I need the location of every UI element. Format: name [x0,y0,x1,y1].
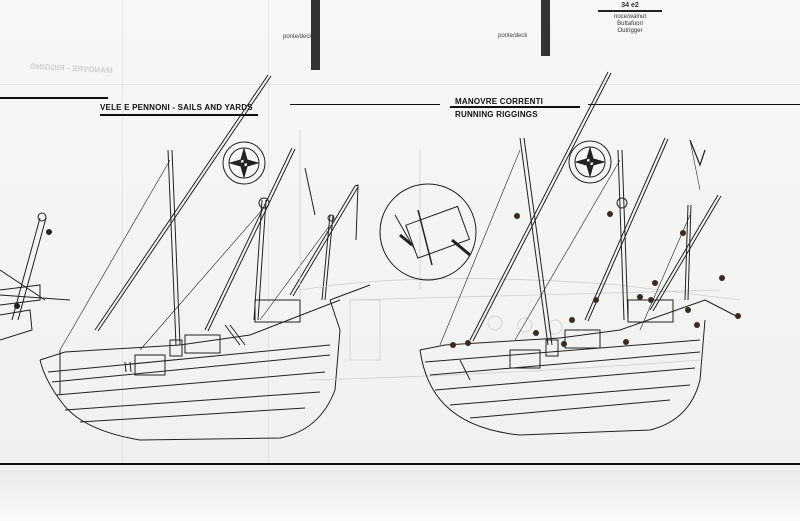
right-title-underline [450,106,580,108]
parts-name-it: Buttafuori [617,21,643,27]
right-section-title-1: MANOVRE CORRENTI [455,97,544,106]
left-section-title: VELE E PENNONI - SAILS AND YARDS [100,103,253,112]
top-mast-left [311,0,320,70]
right-title-rule-right [588,104,800,105]
partial-ship-left [0,212,52,341]
ship-running-riggings [419,71,741,436]
left-title-rule [0,97,108,99]
detail-inset [379,183,477,281]
right-section-title-2: RUNNING RIGGINGS [455,110,538,119]
parts-code-bar [598,10,662,12]
deck-label-left: ponte/deck [283,34,313,40]
fold-horizontal [0,84,800,85]
parts-name-en: Outrigger [617,28,643,34]
top-mast-right [541,0,550,56]
right-title-rule-left [290,104,440,105]
bottom-border-line [0,463,800,465]
deck-label-right: ponte/deck [498,33,528,39]
parts-code: 34 e2 [621,2,639,9]
fold-vertical [122,0,123,465]
ghost-ship [299,130,741,381]
fold-vertical [268,0,269,465]
sheet-edge-shadow [0,470,800,521]
ship-sails-and-yards [0,74,371,441]
parts-material: noce/walnut [613,14,647,20]
parts-code-box: 34 e2 noce/walnut Buttafuori Outrigger [590,0,670,40]
left-title-underline [100,114,258,116]
